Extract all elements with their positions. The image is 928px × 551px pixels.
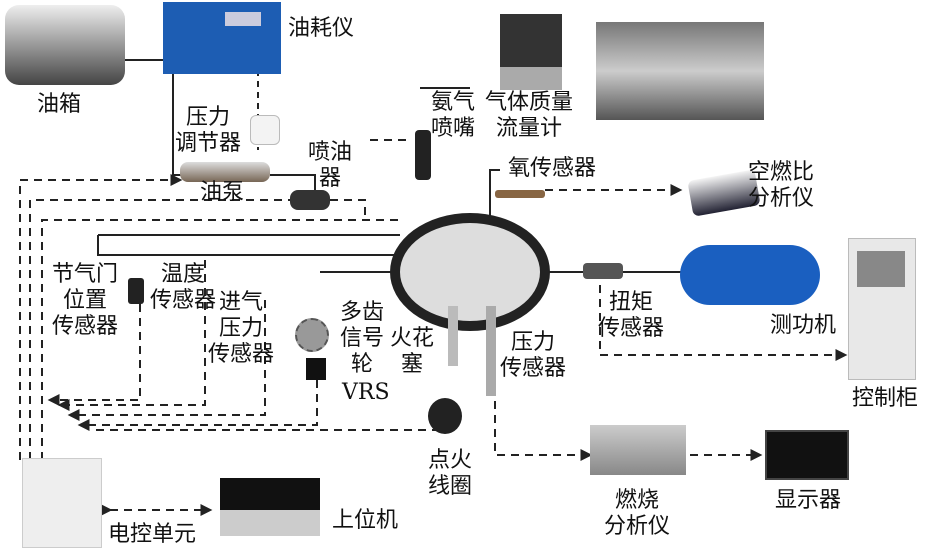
pressure-regulator-image: [250, 115, 280, 145]
ecu-image: [22, 458, 102, 548]
ammonia-nozzle-image: [415, 130, 431, 180]
display-image: [765, 430, 849, 480]
label-control-cabinet: 控制柜: [852, 386, 919, 411]
label-torque-sensor: 扭矩 传感器: [598, 290, 665, 341]
oxygen-sensor-image: [495, 190, 545, 198]
label-oxygen-sensor: 氧传感器: [508, 156, 597, 181]
combustion-analyzer-image: [590, 425, 686, 475]
throttle-sensor-image: [128, 278, 144, 304]
label-pressure-sensor: 压力 传感器: [500, 330, 567, 381]
label-ecu: 电控单元: [108, 522, 197, 547]
ignition-coil-image: [428, 398, 462, 434]
mass-flow-meter-image: [500, 14, 562, 90]
vrs-image: [306, 358, 326, 380]
label-intake-pressure-sensor: 进气 压力 传感器: [208, 290, 275, 367]
label-tooth-wheel: 多齿 信号 轮: [340, 300, 385, 377]
label-fuel-pump: 油泵: [200, 180, 245, 205]
rotary-engine-image: [390, 213, 550, 331]
label-ammonia-nozzle: 氨气 喷嘴: [431, 90, 476, 141]
laptop-image: [220, 478, 320, 536]
label-throttle-sensor: 节气门 位置 传感器: [52, 262, 119, 339]
label-spark-plug: 火花 塞: [390, 326, 435, 377]
label-display: 显示器: [775, 488, 842, 513]
label-fuel-injector: 喷油 器: [308, 140, 353, 191]
label-ignition-coil: 点火 线圈: [428, 448, 473, 499]
fuel-pump-image: [180, 162, 270, 182]
label-afr-analyzer: 空燃比 分析仪: [748, 160, 815, 211]
tooth-wheel-image: [295, 318, 329, 352]
spark-plug-image: [448, 306, 458, 366]
pump-to-injector-line: [270, 174, 316, 195]
label-fuel-tank: 油箱: [37, 92, 82, 117]
control-cabinet-image: [848, 238, 916, 380]
label-mass-flow-meter: 气体质量 流量计: [485, 90, 574, 141]
label-combustion-analyzer: 燃烧 分析仪: [604, 488, 671, 539]
gas-tank-photo: [596, 22, 764, 120]
torque-sensor-image: [583, 263, 623, 279]
label-temp-sensor: 温度 传感器: [150, 262, 217, 313]
label-fuel-meter: 油耗仪: [288, 16, 355, 41]
dynamometer-image: [680, 245, 820, 305]
intake-manifold: [97, 234, 400, 256]
label-pressure-regulator: 压力 调节器: [175, 105, 242, 156]
fuel-tank-image: [5, 5, 125, 85]
label-vrs: VRS: [342, 380, 390, 405]
fuel-meter-image: [163, 2, 281, 74]
fuel-injector-image: [290, 190, 330, 210]
label-dynamometer: 测功机: [770, 313, 837, 338]
pressure-sensor-image: [486, 306, 496, 396]
label-host-pc: 上位机: [332, 508, 399, 533]
